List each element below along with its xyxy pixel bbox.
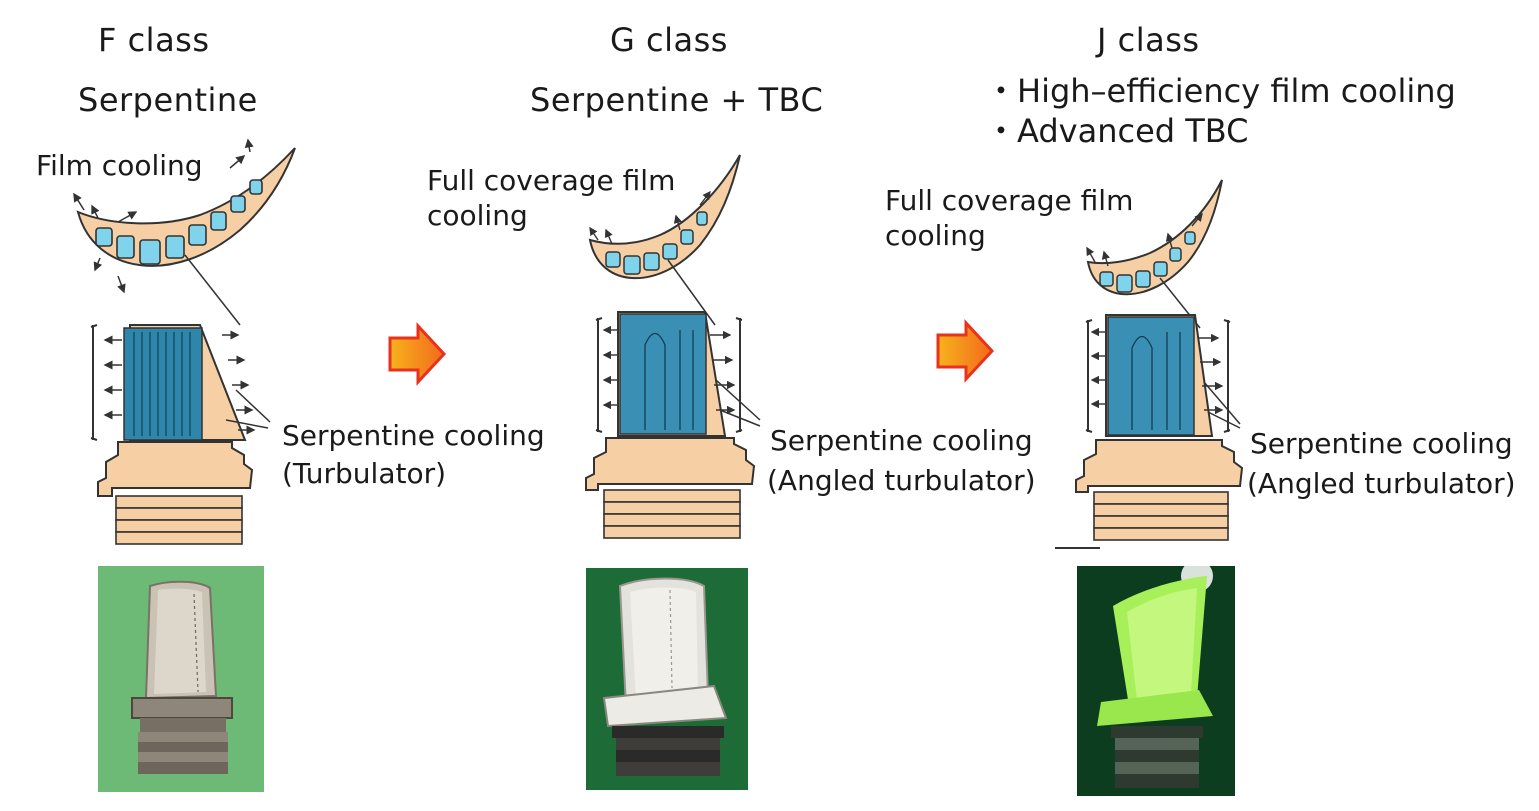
f-blade-cutaway — [90, 324, 256, 545]
g-serpentine-label-line2: (Angled turbulator) — [767, 464, 1036, 497]
g-serpentine-label-line1: Serpentine cooling — [770, 424, 1033, 457]
j-class-blade-photo — [1077, 566, 1235, 796]
progress-arrow-1 — [388, 322, 447, 386]
g-airfoil-section — [588, 154, 741, 280]
g-class-blade-photo — [586, 568, 748, 790]
j-film-cooling-label-line1: Full coverage film — [885, 184, 1134, 217]
j-serpentine-label-line1: Serpentine cooling — [1250, 427, 1513, 460]
j-blade-cutaway — [1055, 314, 1244, 549]
j-serpentine-label-line2: (Angled turbulator) — [1247, 467, 1516, 500]
g-film-cooling-label-line1: Full coverage film — [427, 164, 676, 197]
f-serpentine-label-line2: (Turbulator) — [282, 457, 447, 490]
j-class-title: J class — [1097, 21, 1200, 59]
g-film-cooling-label-line2: cooling — [427, 199, 528, 232]
f-class-blade-photo — [98, 566, 264, 792]
f-film-cooling-label: Film cooling — [36, 149, 203, 182]
f-airfoil-section — [73, 138, 296, 294]
j-class-bullet-film: ・High–efficiency film cooling — [985, 72, 1456, 110]
j-airfoil-section — [1086, 179, 1223, 296]
g-blade-cutaway — [585, 311, 756, 539]
f-serpentine-label-line1: Serpentine cooling — [282, 419, 545, 452]
progress-arrow-2 — [936, 319, 995, 383]
g-class-subtitle: Serpentine + TBC — [530, 81, 824, 119]
f-class-title: F class — [98, 21, 210, 59]
f-leader-line — [184, 254, 241, 326]
g-class-title: G class — [610, 21, 728, 59]
j-film-cooling-label-line2: cooling — [885, 219, 986, 252]
j-class-bullet-tbc: ・Advanced TBC — [985, 112, 1249, 150]
f-class-subtitle: Serpentine — [78, 81, 258, 119]
